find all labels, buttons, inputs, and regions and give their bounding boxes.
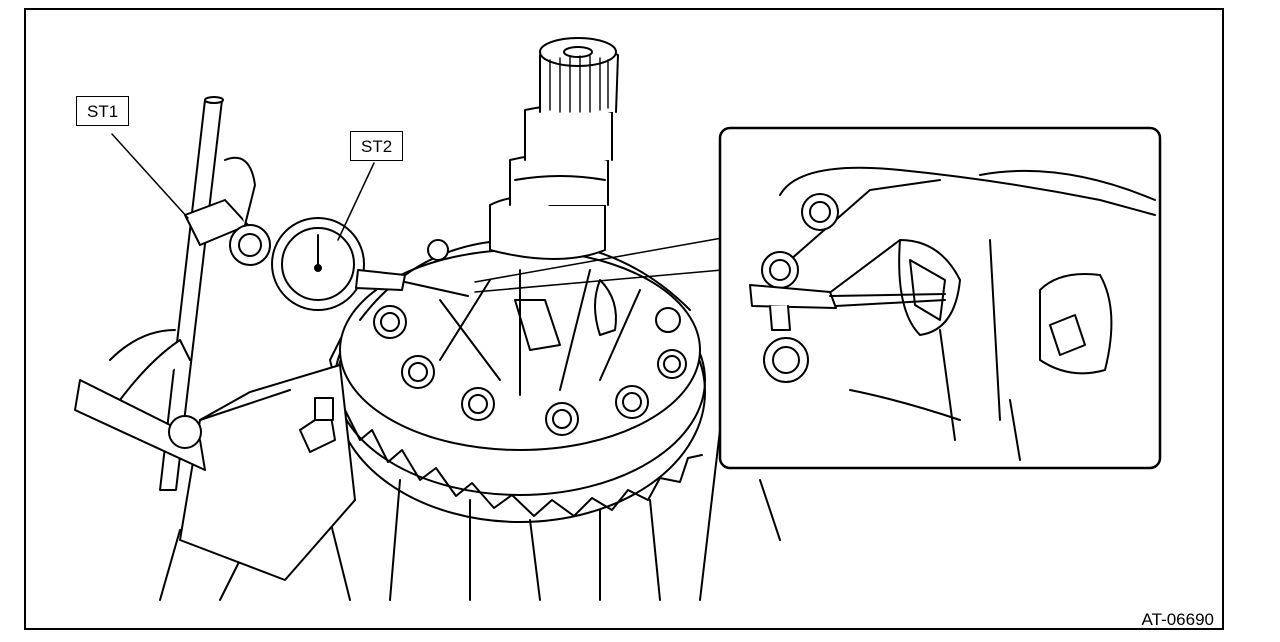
leader-lines — [111, 133, 375, 241]
magnet-base — [179, 364, 356, 581]
differential-case — [339, 239, 701, 451]
label-st2: ST2 — [350, 131, 404, 161]
detail-inset — [718, 126, 1162, 470]
gauge-stand — [74, 96, 271, 491]
figure-id: AT-06690 — [1141, 610, 1214, 629]
detail-connector — [474, 237, 723, 293]
pinion-shaft — [489, 37, 619, 260]
dial-indicator — [271, 217, 469, 311]
case-bolts — [373, 239, 687, 436]
label-st1: ST1 — [76, 96, 130, 126]
